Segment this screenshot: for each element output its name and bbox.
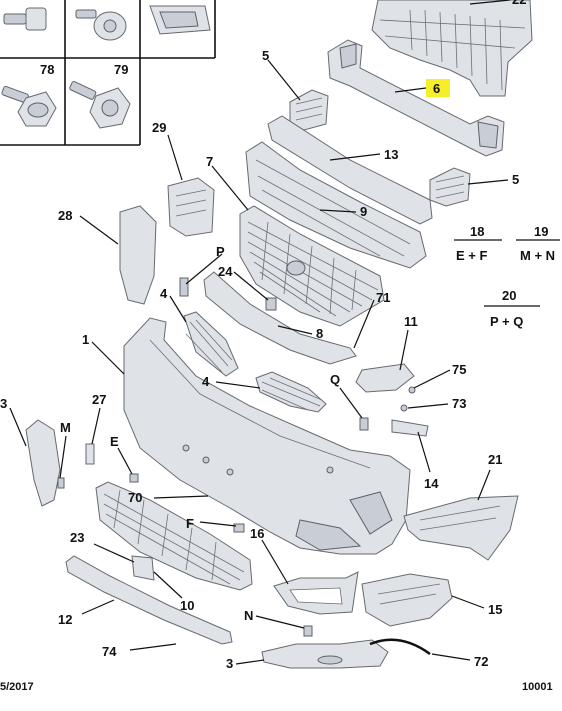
callout-75: 75 — [452, 362, 466, 377]
callout-73: 73 — [452, 396, 466, 411]
callout-11: 11 — [404, 314, 418, 329]
main-grille-9 — [239, 205, 385, 327]
bumper-cover-1 — [123, 317, 411, 555]
upper-bar-13 — [267, 115, 433, 225]
trim-16 — [273, 571, 359, 615]
clip-M — [57, 477, 65, 489]
grille-frame-7 — [245, 141, 427, 269]
callout-29: 29 — [152, 120, 166, 135]
air-deflector-29 — [167, 177, 215, 237]
clip-27 — [85, 443, 95, 465]
callout-10: 10 — [180, 598, 194, 613]
callout-N: N — [244, 608, 253, 623]
lower-strip-12 — [65, 555, 233, 645]
callout-6-highlight — [426, 79, 450, 97]
callout-4-upper: 4 — [160, 286, 168, 301]
screw-top-1-icon — [3, 7, 47, 31]
crash-box-5-upper — [289, 89, 329, 131]
callout-79: 79 — [114, 62, 128, 77]
side-bracket-28 — [119, 205, 157, 305]
callout-6: 6 — [433, 81, 440, 96]
callout-28: 28 — [58, 208, 72, 223]
kit-legend: 18 E + F 19 M + N 20 P + Q — [456, 224, 555, 329]
kit-18-desc: E + F — [456, 248, 487, 263]
callout-74: 74 — [102, 644, 117, 659]
callout-16: 16 — [250, 526, 264, 541]
clip-N — [303, 625, 313, 637]
kit-18-number: 18 — [470, 224, 484, 239]
callout-1: 1 — [82, 332, 89, 347]
callout-8: 8 — [316, 326, 323, 341]
upper-support-22 — [371, 0, 533, 97]
clip-24 — [265, 297, 277, 311]
clip-E — [129, 473, 139, 483]
fog-surround-15 — [361, 573, 453, 627]
callout-27: 27 — [92, 392, 106, 407]
clip-Q — [359, 417, 369, 431]
callout-5-lower: 5 — [512, 172, 519, 187]
callout-13: 13 — [384, 147, 398, 162]
callout-3-lower: 3 — [226, 656, 233, 671]
screw-79-icon — [69, 81, 131, 129]
fixing-73 — [400, 404, 408, 412]
callout-24: 24 — [218, 264, 233, 279]
clip-top-3-icon — [149, 5, 211, 35]
callout-F: F — [186, 516, 194, 531]
screw-top-2-icon — [75, 9, 127, 41]
lower-grille-10 — [95, 481, 253, 591]
callout-P: P — [216, 244, 225, 259]
callout-3-side: 3 — [0, 396, 7, 411]
callout-70: 70 — [128, 490, 142, 505]
callout-14: 14 — [424, 476, 439, 491]
kit-20-number: 20 — [502, 288, 516, 303]
fog-grille-4-lower — [255, 371, 327, 413]
kit-19-number: 19 — [534, 224, 548, 239]
callout-78: 78 — [40, 62, 54, 77]
fixing-75 — [408, 386, 416, 394]
leader-lines — [9, 0, 560, 665]
callout-23: 23 — [70, 530, 84, 545]
footer-date: 5/2017 — [0, 681, 34, 693]
callout-labels: 22 78 79 5 6 29 13 7 5 28 9 P 24 4 71 8 … — [0, 0, 526, 671]
callout-22: 22 — [512, 0, 526, 7]
bracket-11 — [355, 363, 415, 393]
callout-72: 72 — [474, 654, 488, 669]
screw-78-icon — [1, 85, 57, 127]
callout-M: M — [60, 420, 71, 435]
clip-F — [233, 523, 245, 533]
fastener-inset — [0, 0, 216, 146]
kit-19-desc: M + N — [520, 248, 555, 263]
fog-grille-4-upper — [183, 311, 239, 377]
side-guide-21 — [403, 495, 519, 561]
callout-Q: Q — [330, 372, 340, 387]
lower-spoiler-3 — [261, 639, 389, 669]
reinforcement-beam-6 — [327, 39, 505, 157]
cable-72 — [369, 638, 431, 656]
grille-trim-8 — [203, 271, 357, 365]
callout-12: 12 — [58, 612, 72, 627]
clip-14 — [391, 419, 429, 437]
callout-15: 15 — [488, 602, 502, 617]
clip-P — [179, 277, 189, 297]
crash-box-5-lower — [429, 167, 471, 207]
plate-23 — [131, 555, 155, 581]
callout-71: 71 — [376, 290, 390, 305]
callout-21: 21 — [488, 452, 502, 467]
callout-4-lower: 4 — [202, 374, 210, 389]
callout-9: 9 — [360, 204, 367, 219]
callout-E: E — [110, 434, 119, 449]
side-shield-3 — [25, 419, 61, 507]
callout-5-upper: 5 — [262, 48, 269, 63]
callout-7: 7 — [206, 154, 213, 169]
kit-20-desc: P + Q — [490, 314, 523, 329]
footer-reference: 10001 — [522, 681, 553, 693]
